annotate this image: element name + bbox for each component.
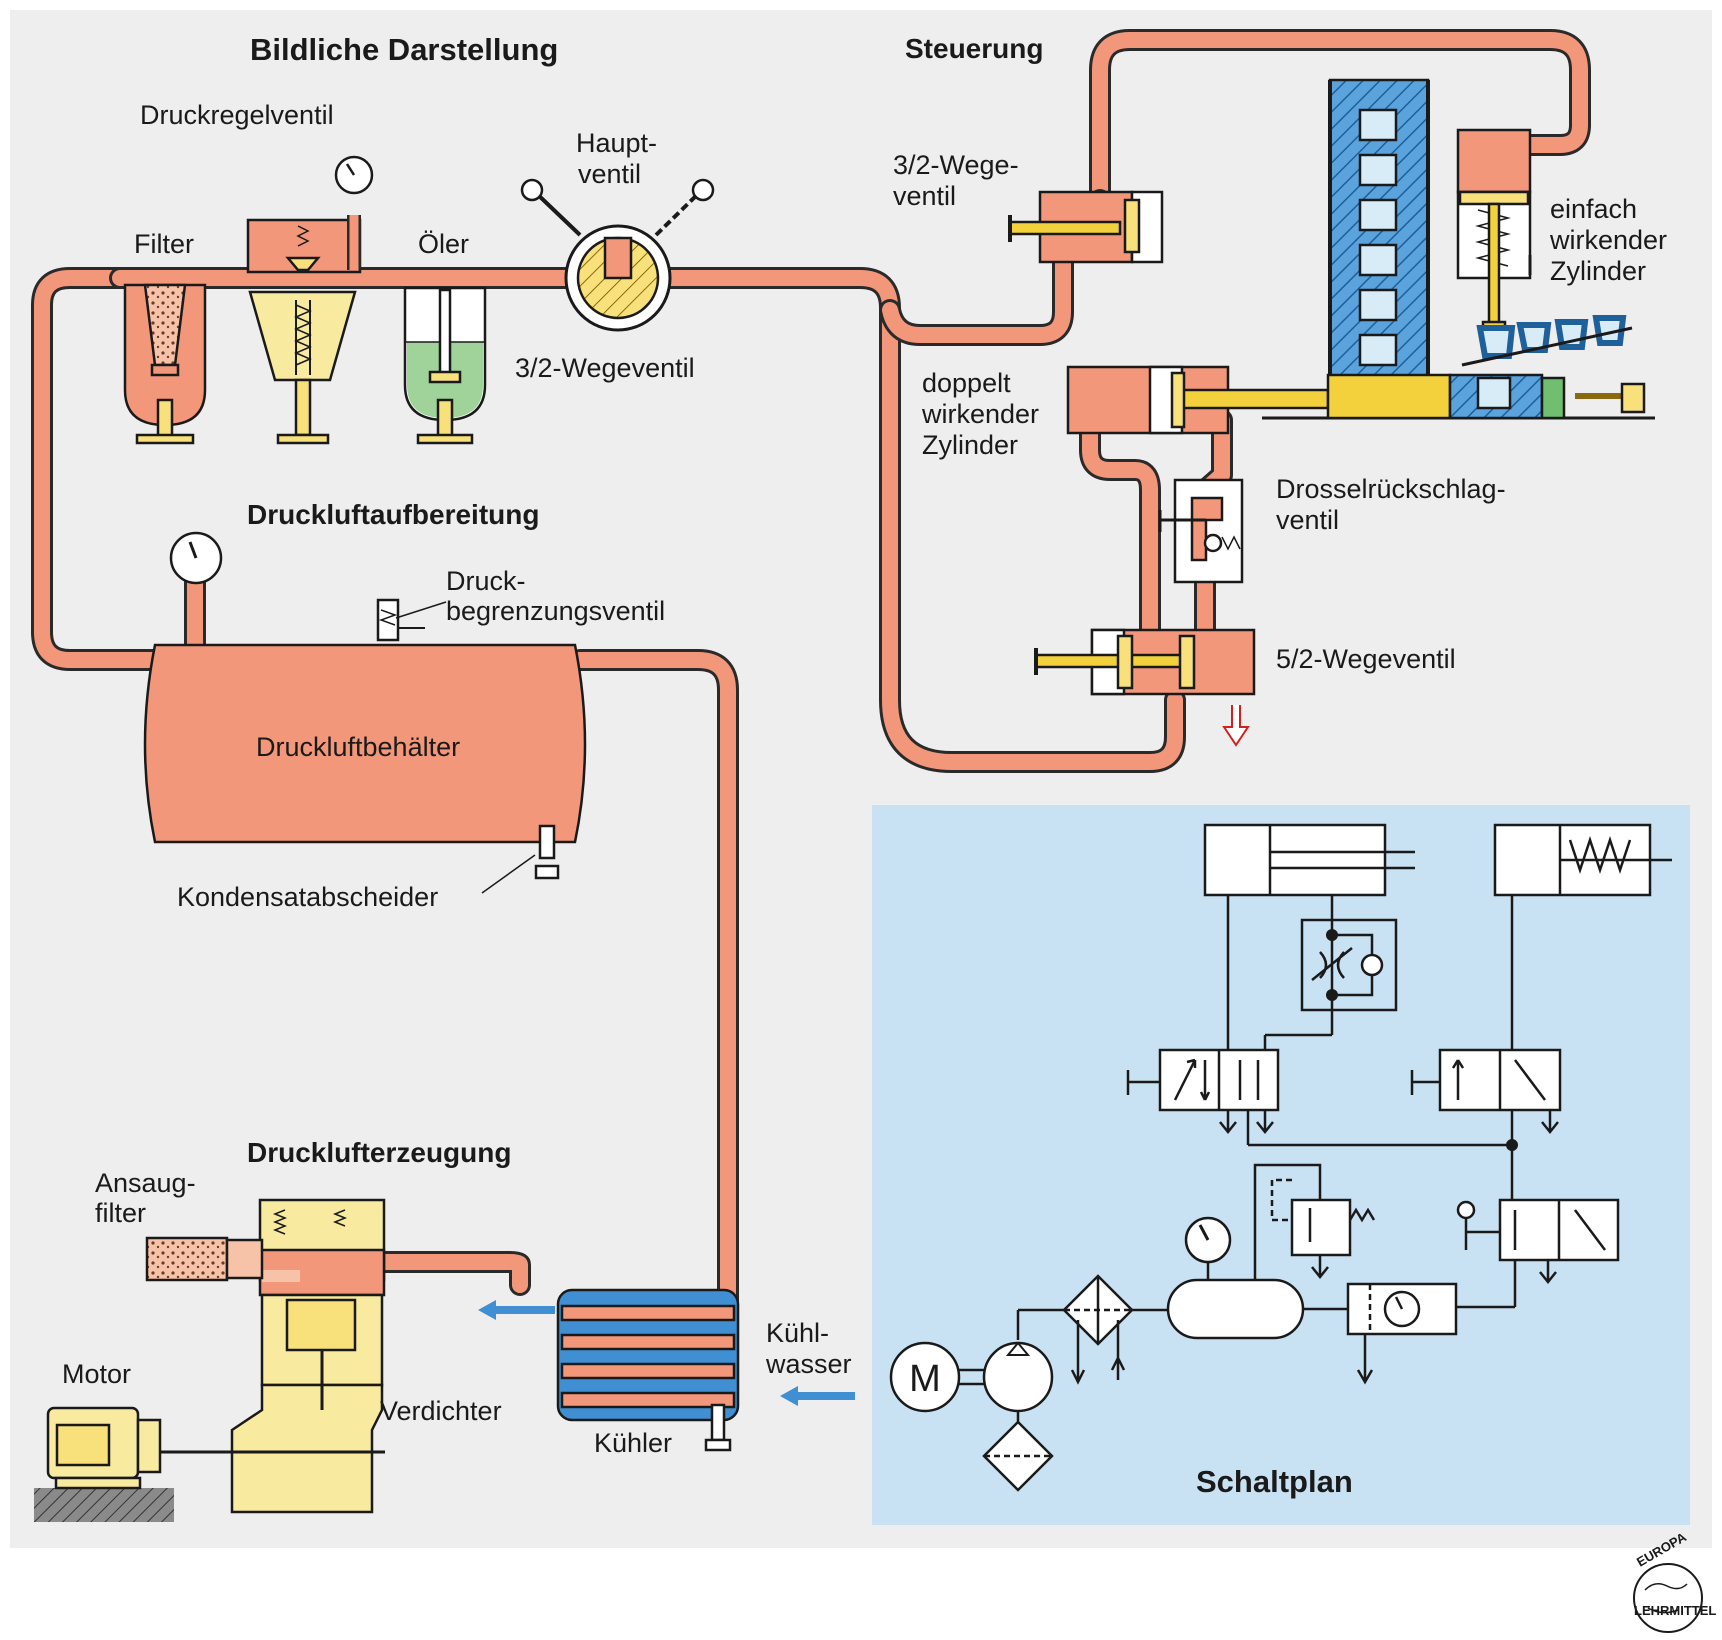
pressure-regulator-label: Druckregelventil [140, 100, 334, 130]
pusher-slide [1262, 373, 1655, 420]
main-valve [520, 178, 715, 332]
pressure-regulator [246, 215, 362, 445]
compressor [155, 1198, 386, 1514]
gauge-tank [169, 531, 223, 585]
valve-52-label: 5/2-Wegeventil [1276, 644, 1456, 674]
gauge-regulator [334, 155, 374, 195]
control-heading: Steuerung [905, 33, 1043, 64]
valve-52 [1034, 628, 1256, 747]
single-cyl-label-1: einfach [1550, 194, 1637, 224]
valve-32-ctrl-label-1: 3/2-Wege- [893, 150, 1019, 180]
air-tank [143, 643, 587, 894]
circuit-schematic: M [889, 823, 1672, 1492]
double-cyl-label-2: wirkender [921, 399, 1039, 429]
air-treatment-heading: Druckluftaufbereitung [247, 499, 539, 530]
cooling-water-label-2: wasser [765, 1349, 852, 1379]
filter-label: Filter [134, 229, 194, 259]
text-labels: Bildliche Darstellung Steuerung Druckluf… [62, 32, 1667, 1499]
oiler-unit [403, 286, 487, 445]
control-valve-32 [1008, 190, 1164, 264]
single-cyl-label-2: wirkender [1549, 225, 1667, 255]
single-cyl-label-3: Zylinder [1550, 256, 1646, 286]
oiler-label: Öler [418, 229, 469, 259]
filter-unit [123, 283, 207, 445]
throttle-check-label-1: Drosselrückschlag- [1276, 474, 1506, 504]
cooler-label: Kühler [594, 1428, 672, 1458]
relief-valve [376, 598, 447, 642]
condensate-label: Kondensatabscheider [177, 882, 438, 912]
intake-filter [145, 1236, 264, 1282]
cooler [478, 1288, 855, 1452]
throttle-check-valve [1158, 478, 1244, 584]
motor [34, 1406, 174, 1522]
double-acting-cylinder [1066, 365, 1330, 435]
intake-filter-label-1: Ansaug- [95, 1168, 196, 1198]
intake-filter-label-2: filter [95, 1198, 146, 1228]
main-title: Bildliche Darstellung [250, 32, 558, 67]
motor-label: Motor [62, 1359, 131, 1389]
schematic-heading: Schaltplan [1196, 1464, 1353, 1499]
magazine-column [1328, 78, 1430, 382]
main-valve-label-1: Haupt- [576, 128, 657, 158]
valve-32-ctrl-label-2: ventil [893, 181, 956, 211]
relief-valve-label-1: Druck- [446, 566, 526, 596]
compressor-label: Verdichter [380, 1396, 502, 1426]
tank-label: Druckluftbehälter [256, 732, 460, 762]
throttle-check-label-2: ventil [1276, 505, 1339, 535]
cooling-water-label-1: Kühl- [766, 1318, 829, 1348]
logo-text-bottom: LEHRMITTEL [1634, 1603, 1716, 1618]
valve-32-main-label: 3/2-Wegeventil [515, 353, 695, 383]
motor-symbol-text: M [909, 1358, 941, 1400]
cups-on-rail [1461, 315, 1633, 367]
double-cyl-label-3: Zylinder [922, 430, 1018, 460]
double-cyl-label-1: doppelt [922, 368, 1011, 398]
air-generation-heading: Drucklufterzeugung [247, 1137, 511, 1168]
relief-valve-label-2: begrenzungsventil [446, 596, 665, 626]
main-valve-label-2: ventil [578, 159, 641, 189]
